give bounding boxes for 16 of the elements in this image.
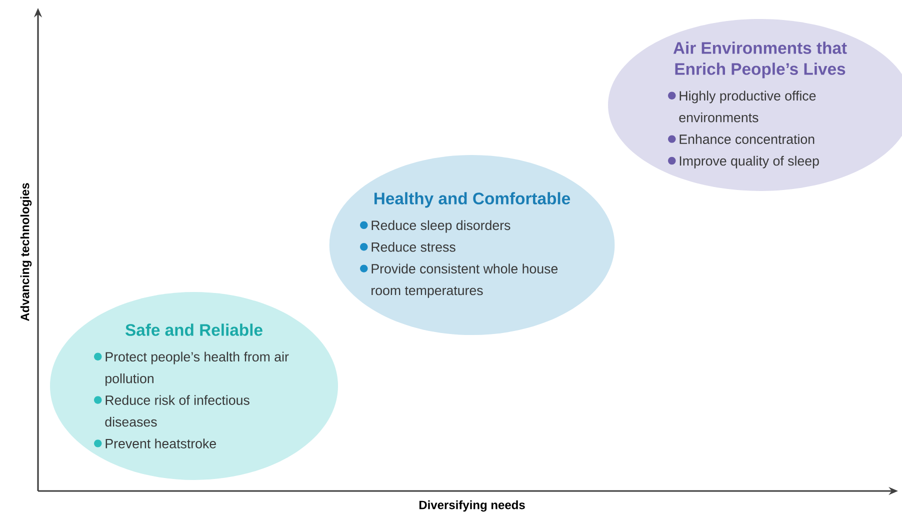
goal-ellipse: [329, 155, 615, 335]
bullet-item: Enhance concentration: [680, 134, 814, 144]
axis-label: Advancing technologies: [20, 183, 32, 322]
ellipse-heading: Safe and Reliable: [125, 324, 262, 336]
bullet-item: Reduce risk of infectious diseases: [105, 395, 250, 427]
axis-label: Diversifying needs: [419, 500, 525, 512]
bullet-item: Prevent heatstroke: [106, 438, 216, 448]
ellipse-heading: Healthy and Comfortable: [374, 192, 570, 208]
bullet-item: Reduce stress: [372, 242, 456, 252]
ellipse-heading: Air Environments that Enrich People’s Lives: [673, 42, 847, 78]
bullet-item: Highly productive office environments: [679, 90, 816, 122]
bullet-item: Improve quality of sleep: [680, 156, 819, 168]
bullet-item: Reduce sleep disorders: [372, 220, 510, 233]
goal-ellipse: [50, 292, 338, 480]
bullet-item: Protect people’s health from air pollution: [106, 352, 289, 386]
bullet-item: Provide consistent whole house room temperatures: [372, 264, 558, 298]
